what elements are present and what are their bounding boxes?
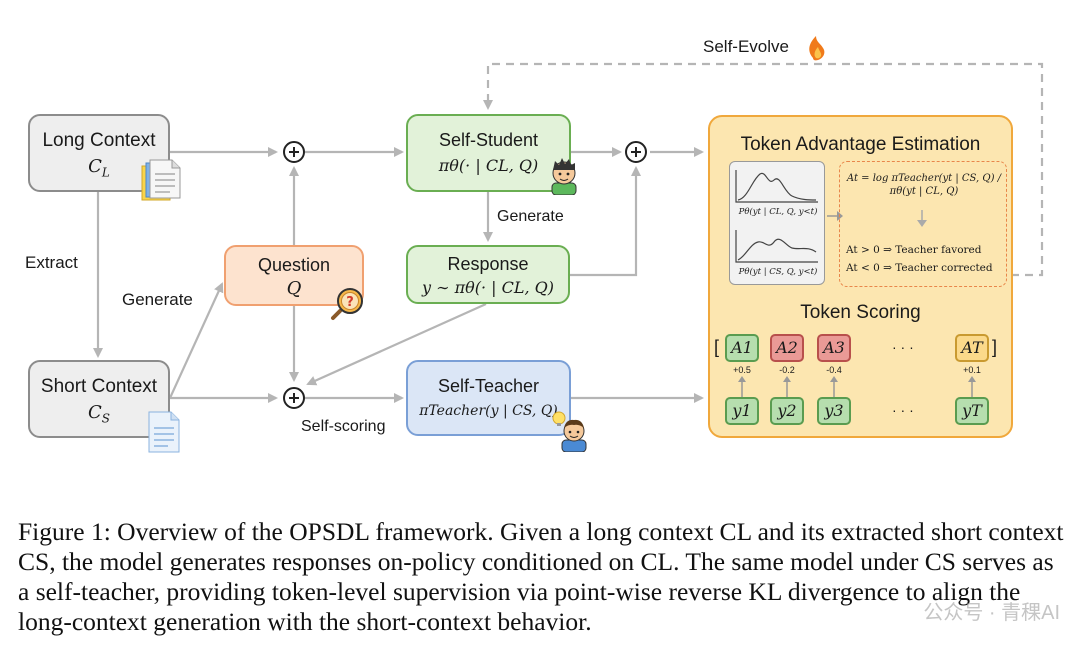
arrow-dist-to-formula: [827, 211, 843, 221]
self-teacher-label: Self-Teacher: [437, 376, 540, 396]
document-icon: [146, 410, 182, 459]
plus-node-1: [283, 141, 305, 163]
token-scoring-title: Token Scoring: [800, 302, 921, 323]
advantage-value-3: -0.4: [826, 365, 842, 375]
generate-label-mid: Generate: [497, 208, 564, 225]
advantage-value-1: +0.5: [733, 365, 751, 375]
self-student-label: Self-Student: [438, 130, 539, 150]
left-bracket: [: [714, 337, 720, 357]
response-box: Response y ∼ πθ(· | CL, Q): [406, 245, 570, 304]
short-context-label: Short Context: [40, 376, 158, 397]
teacher-avatar-icon: [550, 410, 590, 457]
advantage-token-2: A2: [770, 334, 804, 362]
advantage-token-3: A3: [817, 334, 851, 362]
token-advantage-estimation-panel: Token Advantage Estimation Pθ(yt | CL, Q…: [708, 115, 1013, 438]
generate-label-left: Generate: [122, 290, 193, 309]
long-context-symbol: C: [88, 156, 102, 177]
advantage-token-T: AT: [955, 334, 989, 362]
self-teacher-formula: πTeacher(y | CS, Q): [419, 403, 558, 419]
arrow-response-to-plus2: [570, 166, 641, 277]
self-student-box: Self-Student πθ(· | CL, Q): [406, 114, 571, 192]
svg-text:?: ?: [346, 295, 354, 310]
magnifier-question-icon: ?: [330, 285, 366, 326]
output-token-1: y1: [725, 397, 759, 425]
diagram-canvas: [93, 36, 1044, 403]
extract-label: Extract: [25, 253, 78, 272]
advantage-ellipsis: · · ·: [892, 339, 914, 355]
long-context-label: Long Context: [42, 130, 156, 151]
advantage-token-1: A1: [725, 334, 759, 362]
advantage-formula: At = log πTeacher(yt | CS, Q) / πθ(yt | …: [846, 173, 1002, 197]
tae-title: Token Advantage Estimation: [740, 134, 981, 155]
positive-advantage-rule: At > 0 ⇒ Teacher favored: [846, 244, 982, 256]
output-token-T: yT: [955, 397, 989, 425]
watermark: 公众号 · 青稞AI: [923, 602, 1060, 624]
response-label: Response: [447, 254, 529, 274]
short-context-symbol: C: [87, 402, 102, 423]
token-up-arrows: [738, 376, 976, 397]
student-avatar-icon: [546, 155, 582, 200]
output-token-2: y2: [770, 397, 804, 425]
response-formula: y ∼ πθ(· | CL, Q): [421, 278, 555, 297]
plus-node-3: [283, 387, 305, 409]
question-symbol: Q: [286, 278, 302, 299]
self-scoring-label: Self-scoring: [301, 418, 386, 435]
document-stack-icon: [140, 158, 182, 209]
advantage-formula-box: At = log πTeacher(yt | CS, Q) / πθ(yt | …: [839, 161, 1007, 287]
negative-advantage-rule: At < 0 ⇒ Teacher corrected: [846, 262, 993, 274]
self-evolve-label: Self-Evolve: [703, 37, 789, 56]
dist-short-label: Pθ(yt | CS, Q, y<t): [738, 267, 818, 277]
short-context-subscript: S: [101, 411, 110, 426]
question-label: Question: [257, 255, 331, 275]
figure-caption: Figure 1: Overview of the OPSDL framewor…: [18, 517, 1064, 636]
self-evolve-loop-arrow: [483, 62, 1044, 277]
self-teacher-box: Self-Teacher πTeacher(y | CS, Q): [406, 360, 571, 436]
arrow-formula-down: [917, 210, 927, 227]
short-context-box: Short Context CS: [28, 360, 170, 438]
output-token-3: y3: [817, 397, 851, 425]
self-student-formula: πθ(· | CL, Q): [438, 156, 539, 175]
arrow-short-to-question: [168, 282, 224, 399]
long-context-subscript: L: [101, 165, 110, 180]
advantage-value-2: -0.2: [779, 365, 795, 375]
token-ellipsis: · · ·: [892, 402, 914, 418]
advantage-value-T: +0.1: [963, 365, 981, 375]
arrow-response-to-plus3: [306, 302, 487, 386]
dist-long-label: Pθ(yt | CL, Q, y<t): [738, 207, 818, 217]
distribution-panel: Pθ(yt | CL, Q, y<t) Pθ(yt | CS, Q, y<t): [729, 161, 825, 285]
flame-icon: [809, 36, 825, 61]
right-bracket: ]: [992, 337, 998, 357]
plus-node-2: [625, 141, 647, 163]
